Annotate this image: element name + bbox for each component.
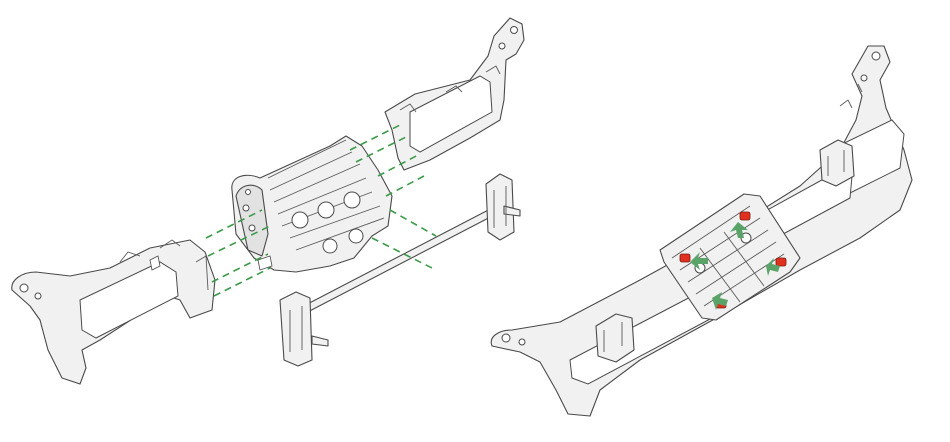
exploded-view (12, 18, 524, 384)
guide-line (214, 268, 270, 296)
assembled-bracket-right (820, 140, 854, 186)
upper-right-side-rail (385, 18, 524, 170)
red-clip-marker (680, 254, 690, 262)
guide-line (386, 176, 424, 196)
lower-left-side-rail (12, 240, 215, 384)
red-clip-marker (776, 258, 786, 266)
red-clip-marker (740, 212, 750, 220)
guide-line (390, 210, 436, 236)
assembled-view (491, 46, 912, 416)
